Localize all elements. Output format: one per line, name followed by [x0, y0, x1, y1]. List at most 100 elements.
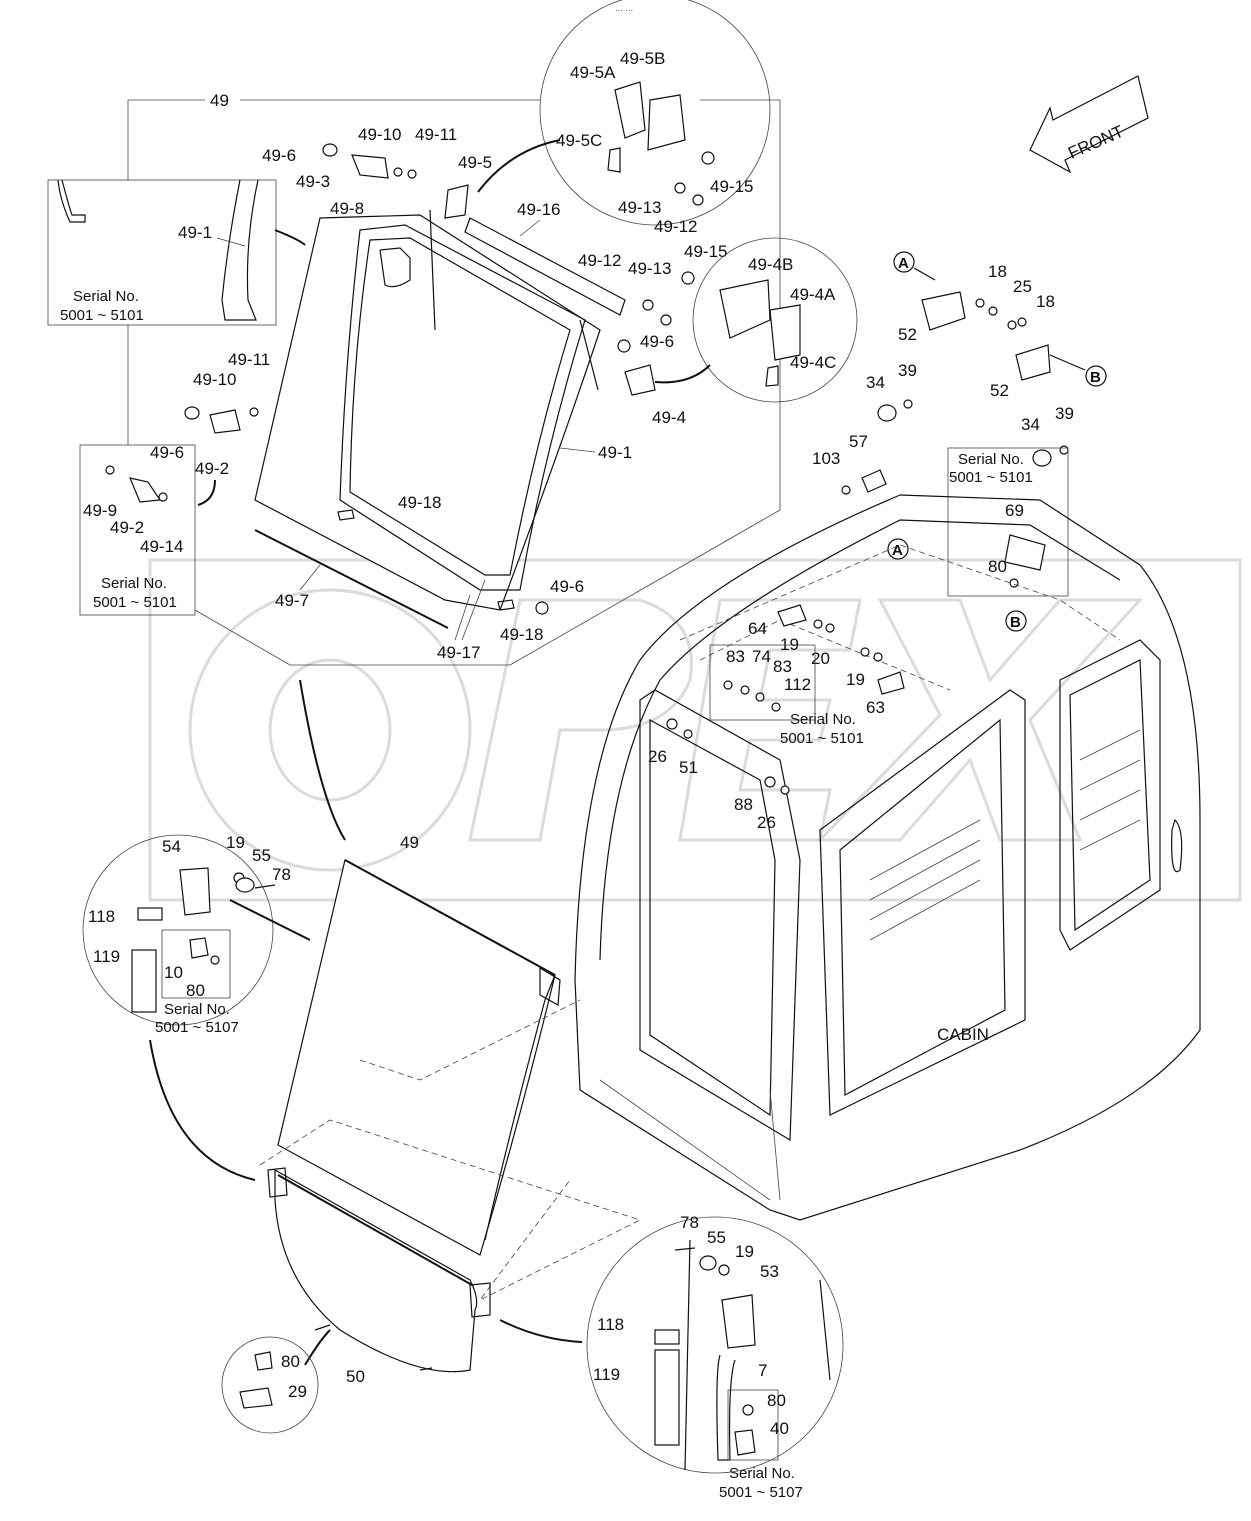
serial-range-1: 5001 ~ 5101 [60, 307, 144, 324]
label-49-6-b: 49-6 [640, 332, 674, 351]
label-49-5: 49-5 [458, 153, 492, 172]
label-50: 50 [346, 1367, 365, 1386]
label-19-a: 19 [780, 635, 799, 654]
label-49-3: 49-3 [296, 172, 330, 191]
inset-box-serial-top [47, 179, 277, 326]
label-19-b: 19 [846, 670, 865, 689]
serial-range-2: 5001 ~ 5101 [93, 594, 177, 611]
label-78-a: 78 [272, 865, 291, 884]
label-49-4c: 49-4C [790, 353, 836, 372]
label-49-10-a: 49-10 [358, 125, 401, 144]
label-49-11-a: 49-11 [415, 125, 457, 144]
label-49-15-b: 49-15 [684, 242, 727, 261]
label-69: 69 [1005, 501, 1024, 520]
label-49-14: 49-14 [140, 537, 183, 556]
hinge-49-3 [351, 154, 389, 179]
rubber-profile-small [57, 179, 86, 223]
serial-text-4: Serial No. [790, 711, 856, 728]
cap-34-a [877, 404, 897, 422]
label-49-5b: 49-5B [620, 49, 665, 68]
label-49-4: 49-4 [652, 408, 686, 427]
label-49-11-b: 49-11 [228, 350, 270, 369]
label-55-b: 55 [707, 1228, 726, 1247]
label-74: 74 [752, 647, 771, 666]
label-49-7: 49-7 [275, 591, 309, 610]
svg-text:B: B [1090, 369, 1101, 386]
label-80-c: 80 [281, 1352, 300, 1371]
label-25: 25 [1013, 277, 1032, 296]
label-49-5c: 49-5C [556, 131, 602, 150]
label-119-a: 119 [93, 947, 120, 966]
label-49-12-a: 49-12 [654, 217, 697, 236]
lower-window-assembly [259, 859, 642, 1373]
front-arrow-label: FRONT [1065, 122, 1126, 163]
label-49-16: 49-16 [517, 200, 560, 219]
label-112: 112 [784, 675, 811, 694]
leader-inset-profile [274, 229, 306, 246]
label-49-13-b: 49-13 [628, 259, 671, 278]
cabin-body [574, 494, 1201, 1221]
label-18-b: 18 [1036, 292, 1055, 311]
label-49-12-b: 49-12 [578, 251, 621, 270]
label-40: 40 [770, 1419, 789, 1438]
serial-range-4: 5001 ~ 5101 [780, 730, 864, 747]
label-49-lower: 49 [400, 833, 419, 852]
label-49-6-c: 49-6 [150, 443, 184, 462]
label-49-8: 49-8 [330, 199, 364, 218]
label-49-15-a: 49-15 [710, 177, 753, 196]
bushing-49-6-a [322, 143, 338, 157]
label-29: 29 [288, 1382, 307, 1401]
label-49-18-b: 49-18 [500, 625, 543, 644]
leader-right-detail [499, 1319, 583, 1343]
label-49-13-a: 49-13 [618, 198, 661, 217]
label-53: 53 [760, 1262, 779, 1281]
label-55-a: 55 [252, 846, 271, 865]
upper-window-assembly [254, 209, 626, 629]
label-49-17: 49-17 [437, 643, 480, 662]
label-49-6-a: 49-6 [262, 146, 296, 165]
label-80-b: 80 [767, 1391, 786, 1410]
serial-range-3: 5001 ~ 5101 [949, 469, 1033, 486]
rubber-profile-large [221, 179, 259, 321]
switch-57 [861, 469, 887, 493]
detail-circle-left [82, 834, 311, 1026]
label-20: 20 [811, 649, 830, 668]
label-49-6-d: 49-6 [550, 577, 584, 596]
inset-box-serial-cabin [709, 644, 816, 721]
label-7: 7 [758, 1361, 767, 1380]
label-19-c: 19 [226, 833, 245, 852]
label-34-b: 34 [1021, 415, 1040, 434]
label-83-b: 83 [773, 657, 792, 676]
serial-text-3: Serial No. [958, 451, 1024, 468]
serial-text-1: Serial No. [73, 288, 139, 305]
label-52-b: 52 [990, 381, 1009, 400]
front-arrow: FRONT [1029, 75, 1149, 174]
label-34-a: 34 [866, 373, 885, 392]
marker-a-top: A [893, 251, 936, 281]
label-57: 57 [849, 432, 868, 451]
leader-handle-detail [304, 1329, 331, 1366]
label-103: 103 [812, 449, 840, 468]
label-18-a: 18 [988, 262, 1007, 281]
bracket-52-a [921, 291, 966, 331]
label-39-b: 39 [1055, 404, 1074, 423]
serial-text-5: Serial No. [164, 1001, 230, 1018]
label-64: 64 [748, 619, 767, 638]
bracket-52-b [1015, 344, 1051, 381]
label-26-b: 26 [757, 813, 776, 832]
header-code: ··· ··· [615, 6, 633, 15]
label-49-4a: 49-4A [790, 285, 836, 304]
detail-circle-handle [221, 1336, 319, 1434]
label-80-roof: 80 [988, 557, 1007, 576]
label-39-a: 39 [898, 361, 917, 380]
detail-circle-49-5 [477, 0, 771, 226]
label-80-a: 80 [186, 981, 205, 1000]
label-49-top: 49 [210, 91, 229, 110]
label-118-b: 118 [597, 1315, 624, 1334]
label-49-10-b: 49-10 [193, 370, 236, 389]
leader-upper-window [299, 679, 346, 841]
label-10: 10 [164, 963, 183, 982]
detail-circle-49-4 [654, 237, 858, 403]
leader-left-detail [149, 1039, 256, 1181]
label-119-b: 119 [593, 1365, 620, 1384]
